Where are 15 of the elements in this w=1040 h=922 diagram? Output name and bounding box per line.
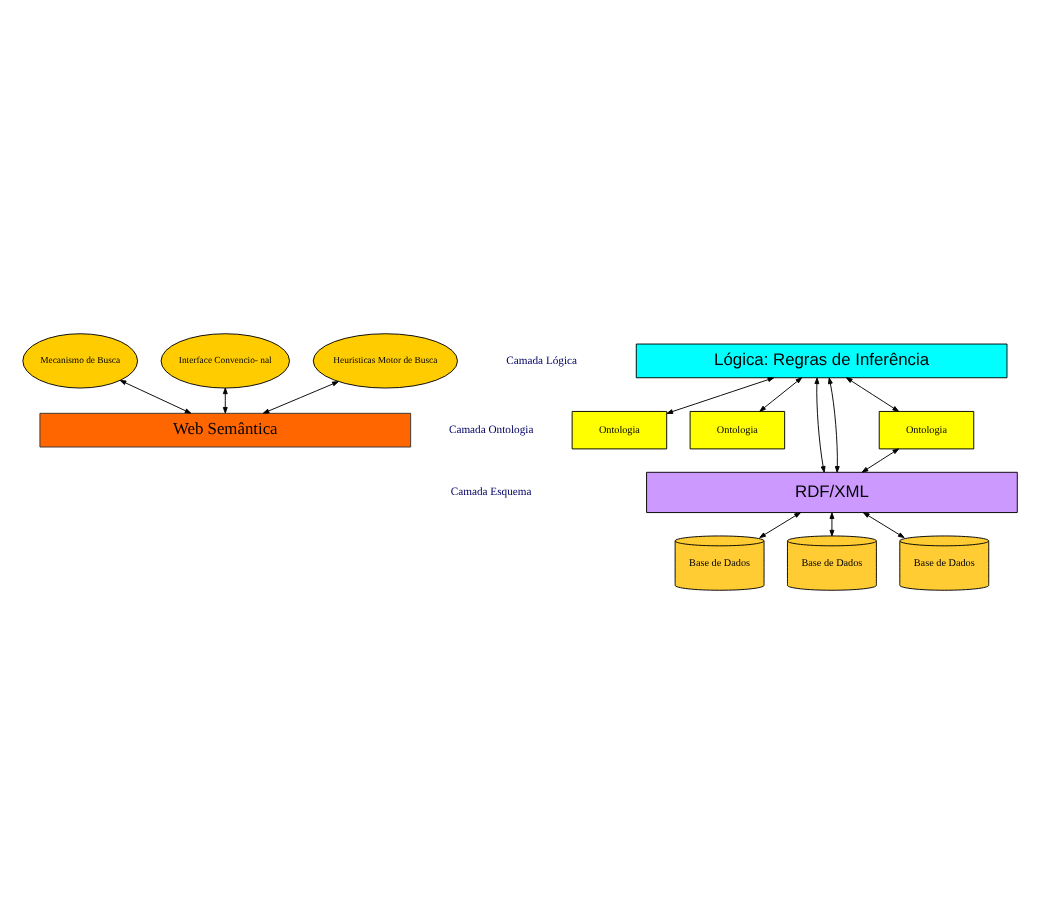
- arrow: [666, 376, 775, 413]
- node-box: RDF/XML: [646, 470, 1018, 512]
- arrow: [863, 511, 905, 538]
- arrow: [846, 376, 899, 411]
- arrow: [262, 380, 339, 413]
- arrow: [222, 386, 228, 413]
- node-box: Web Semântica: [39, 411, 412, 447]
- arrow: [814, 376, 826, 472]
- arrow: [829, 511, 835, 536]
- arrow: [827, 376, 840, 472]
- arrow: [759, 376, 803, 411]
- node-box: Lógica: Regras de Inferência: [635, 342, 1008, 378]
- arrow: [759, 511, 801, 538]
- arrow: [119, 378, 192, 413]
- arrow: [861, 447, 900, 472]
